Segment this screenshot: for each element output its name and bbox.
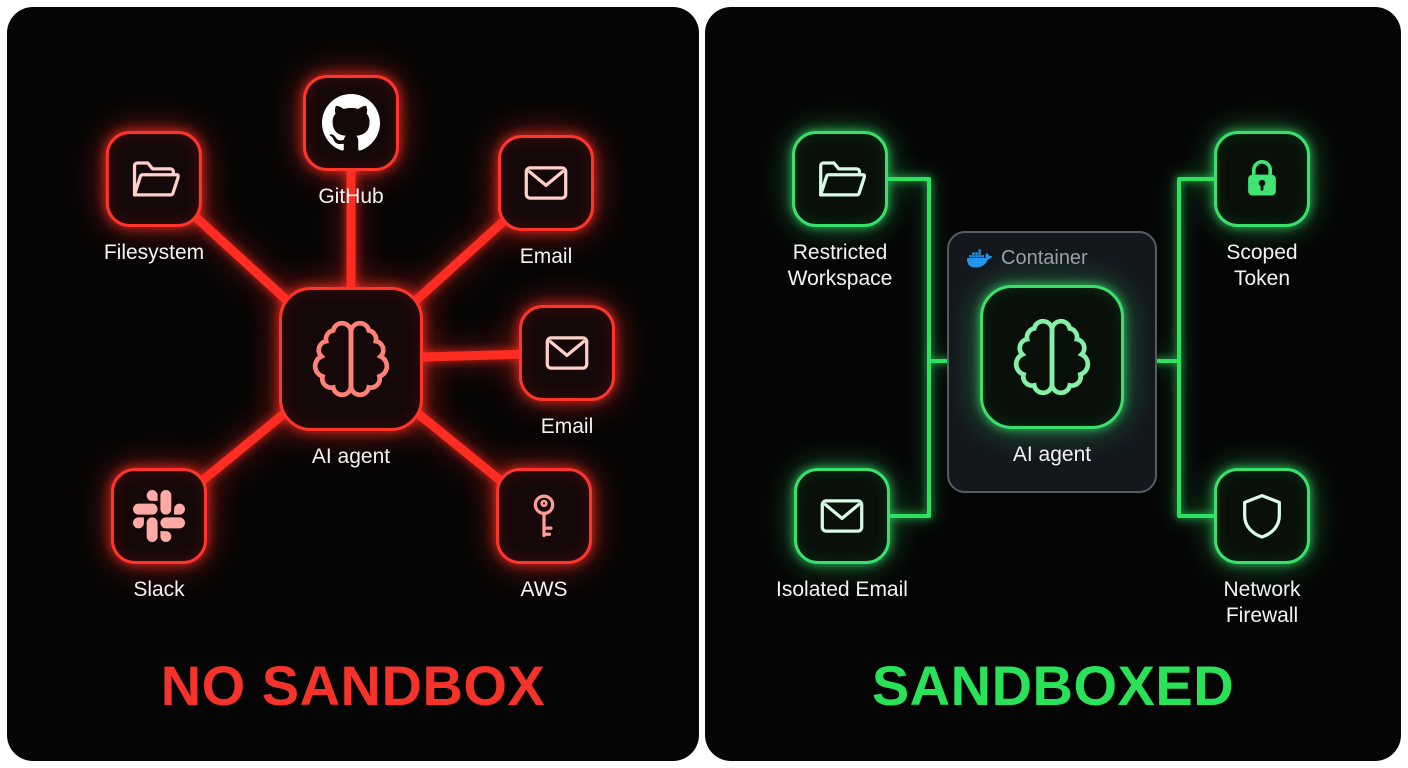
- container-label: Container: [1001, 247, 1088, 269]
- node-label: Restricted Workspace: [787, 241, 893, 291]
- node-label: AI agent: [1012, 443, 1092, 466]
- node-label: Network Firewall: [1223, 578, 1301, 628]
- email-node-box: [519, 305, 615, 401]
- envelope-icon: [816, 490, 868, 542]
- node-label: AI agent: [311, 445, 391, 468]
- slack-icon: [133, 490, 185, 542]
- email-node-box: [498, 135, 594, 231]
- node-label: Isolated Email: [776, 578, 908, 601]
- isolated-email-node: Isolated Email: [776, 468, 908, 603]
- github-icon: [322, 94, 380, 152]
- node-label: Filesystem: [103, 241, 205, 264]
- docker-icon: [967, 246, 992, 271]
- node-label: GitHub: [318, 185, 384, 208]
- restricted-workspace-node-box: [792, 131, 888, 227]
- folder-icon: [814, 153, 866, 205]
- container-boundary: Container AI agent: [947, 231, 1157, 493]
- folder-icon: [128, 153, 180, 205]
- network-firewall-node: Network Firewall: [1196, 468, 1328, 630]
- restricted-workspace-node: Restricted Workspace: [774, 131, 906, 293]
- brain-icon: [308, 316, 394, 402]
- green-connection-lines: [886, 177, 1218, 518]
- shield-icon: [1236, 490, 1288, 542]
- aws-node: AWS: [496, 468, 592, 603]
- ai-agent-node-box: [279, 287, 423, 431]
- lock-icon: [1236, 153, 1288, 205]
- ai-agent-node-box: [980, 285, 1124, 429]
- network-firewall-node-box: [1214, 468, 1310, 564]
- brain-icon: [1009, 314, 1095, 400]
- key-icon: [518, 490, 570, 542]
- envelope-icon: [541, 327, 593, 379]
- node-label: Email: [540, 415, 594, 438]
- node-label: Email: [519, 245, 573, 268]
- sandboxed-panel: Restricted Workspace Scoped Token Contai…: [705, 7, 1401, 761]
- scoped-token-node-box: [1214, 131, 1310, 227]
- aws-node-box: [496, 468, 592, 564]
- sandboxed-title: SANDBOXED: [871, 654, 1235, 717]
- container-header: Container: [949, 246, 1155, 271]
- email-node-right: Email: [519, 305, 615, 440]
- github-node: GitHub: [303, 75, 399, 210]
- filesystem-node-box: [105, 131, 202, 227]
- envelope-icon: [520, 157, 572, 209]
- isolated-email-node-box: [794, 468, 890, 564]
- slack-node: Slack: [111, 468, 207, 603]
- slack-node-box: [111, 468, 207, 564]
- github-node-box: [303, 75, 399, 171]
- no-sandbox-title: NO SANDBOX: [160, 654, 546, 717]
- node-label: Scoped Token: [1226, 241, 1298, 291]
- node-label: AWS: [520, 578, 568, 601]
- scoped-token-node: Scoped Token: [1196, 131, 1328, 293]
- filesystem-node: Filesystem: [104, 131, 204, 266]
- no-sandbox-panel: Filesystem GitHub Email AI agent Email: [7, 7, 699, 761]
- email-node-top: Email: [498, 135, 594, 270]
- ai-agent-node: AI agent: [279, 287, 423, 470]
- node-label: Slack: [133, 578, 185, 601]
